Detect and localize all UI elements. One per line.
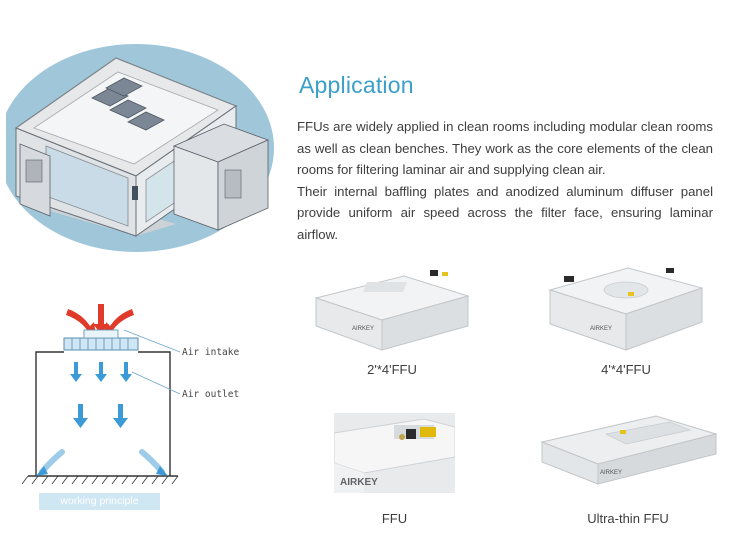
clean-room-illustration [6,36,276,254]
ultra-thin-ffu-image: AIRKEY [536,412,720,492]
air-intake-label: Air intake [182,347,240,358]
working-principle-banner: working principle [39,493,160,510]
ffu-2x4-image: AIRKEY [312,268,472,358]
application-description: FFUs are widely applied in clean rooms i… [297,116,713,245]
application-title: Application [299,72,414,98]
ffu-caption: FFU [381,511,408,526]
application-paragraph-1: FFUs are widely applied in clean rooms i… [297,119,713,177]
working-principle-diagram [20,300,250,495]
ffu-2x4-caption: 2'*4'FFU [367,362,417,377]
air-outlet-label: Air outlet [182,389,240,400]
ffu-2x4-logo: AIRKEY [352,326,374,332]
ffu-4x4-logo: AIRKEY [590,326,612,332]
ffu-4x4-image: AIRKEY [546,262,706,358]
ultra-thin-ffu-caption: Ultra-thin FFU [587,511,669,526]
ffu-closeup-logo: AIRKEY [340,477,378,488]
application-paragraph-2: Their internal baffling plates and anodi… [297,183,713,242]
ultra-thin-logo: AIRKEY [600,470,622,476]
ffu-4x4-caption: 4'*4'FFU [601,362,651,377]
ffu-closeup-image: AIRKEY [334,413,455,493]
